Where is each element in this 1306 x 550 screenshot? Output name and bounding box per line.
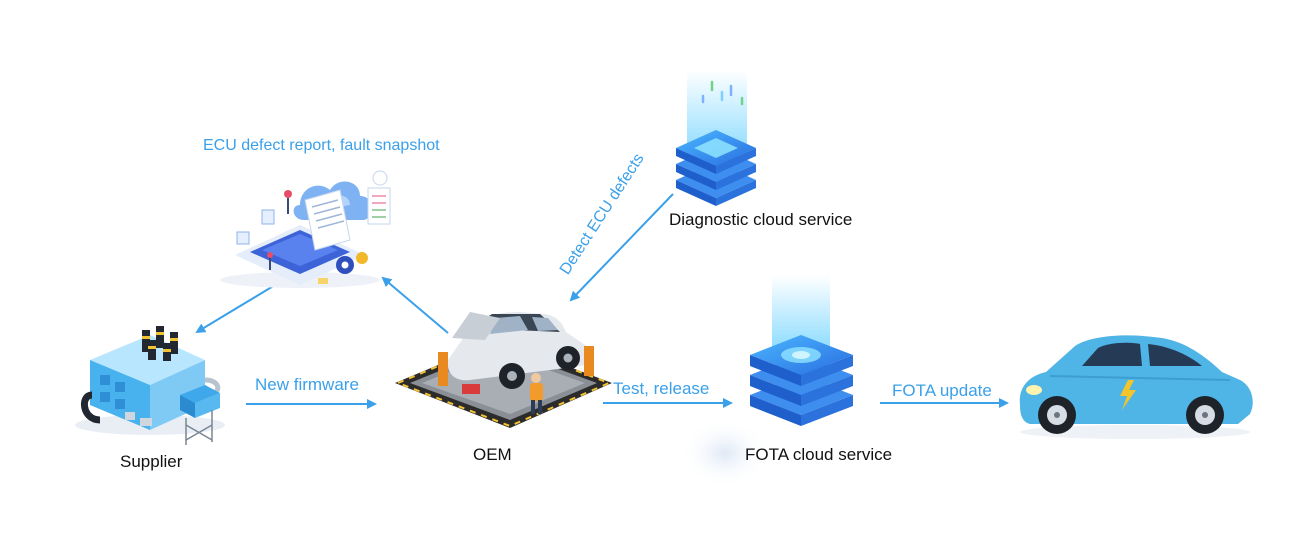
node-label-supplier: Supplier [120, 452, 183, 471]
edge-label-defect-report: ECU defect report, fault snapshot [203, 137, 440, 154]
edge-label-fota-update: FOTA update [892, 381, 992, 400]
car-repair-shop-icon [395, 312, 612, 428]
edge-label-test-release: Test, release [613, 379, 710, 398]
arrow-oem-to-report [381, 276, 449, 334]
arrow-report-to-supplier [195, 281, 281, 334]
electric-car-icon [1019, 335, 1253, 439]
edge-label-new-firmware: New firmware [255, 375, 359, 394]
arrow-diagnostic-to-oem [569, 193, 674, 302]
node-label-diagnostic-cloud: Diagnostic cloud service [669, 210, 853, 229]
cloud-server-stack-icon [680, 275, 853, 488]
node-label-fota-cloud: FOTA cloud service [745, 445, 893, 464]
cloud-server-stack-icon [676, 70, 756, 206]
defect-report-illustration [220, 170, 391, 288]
node-label-oem: OEM [473, 445, 512, 464]
factory-icon [75, 326, 225, 445]
